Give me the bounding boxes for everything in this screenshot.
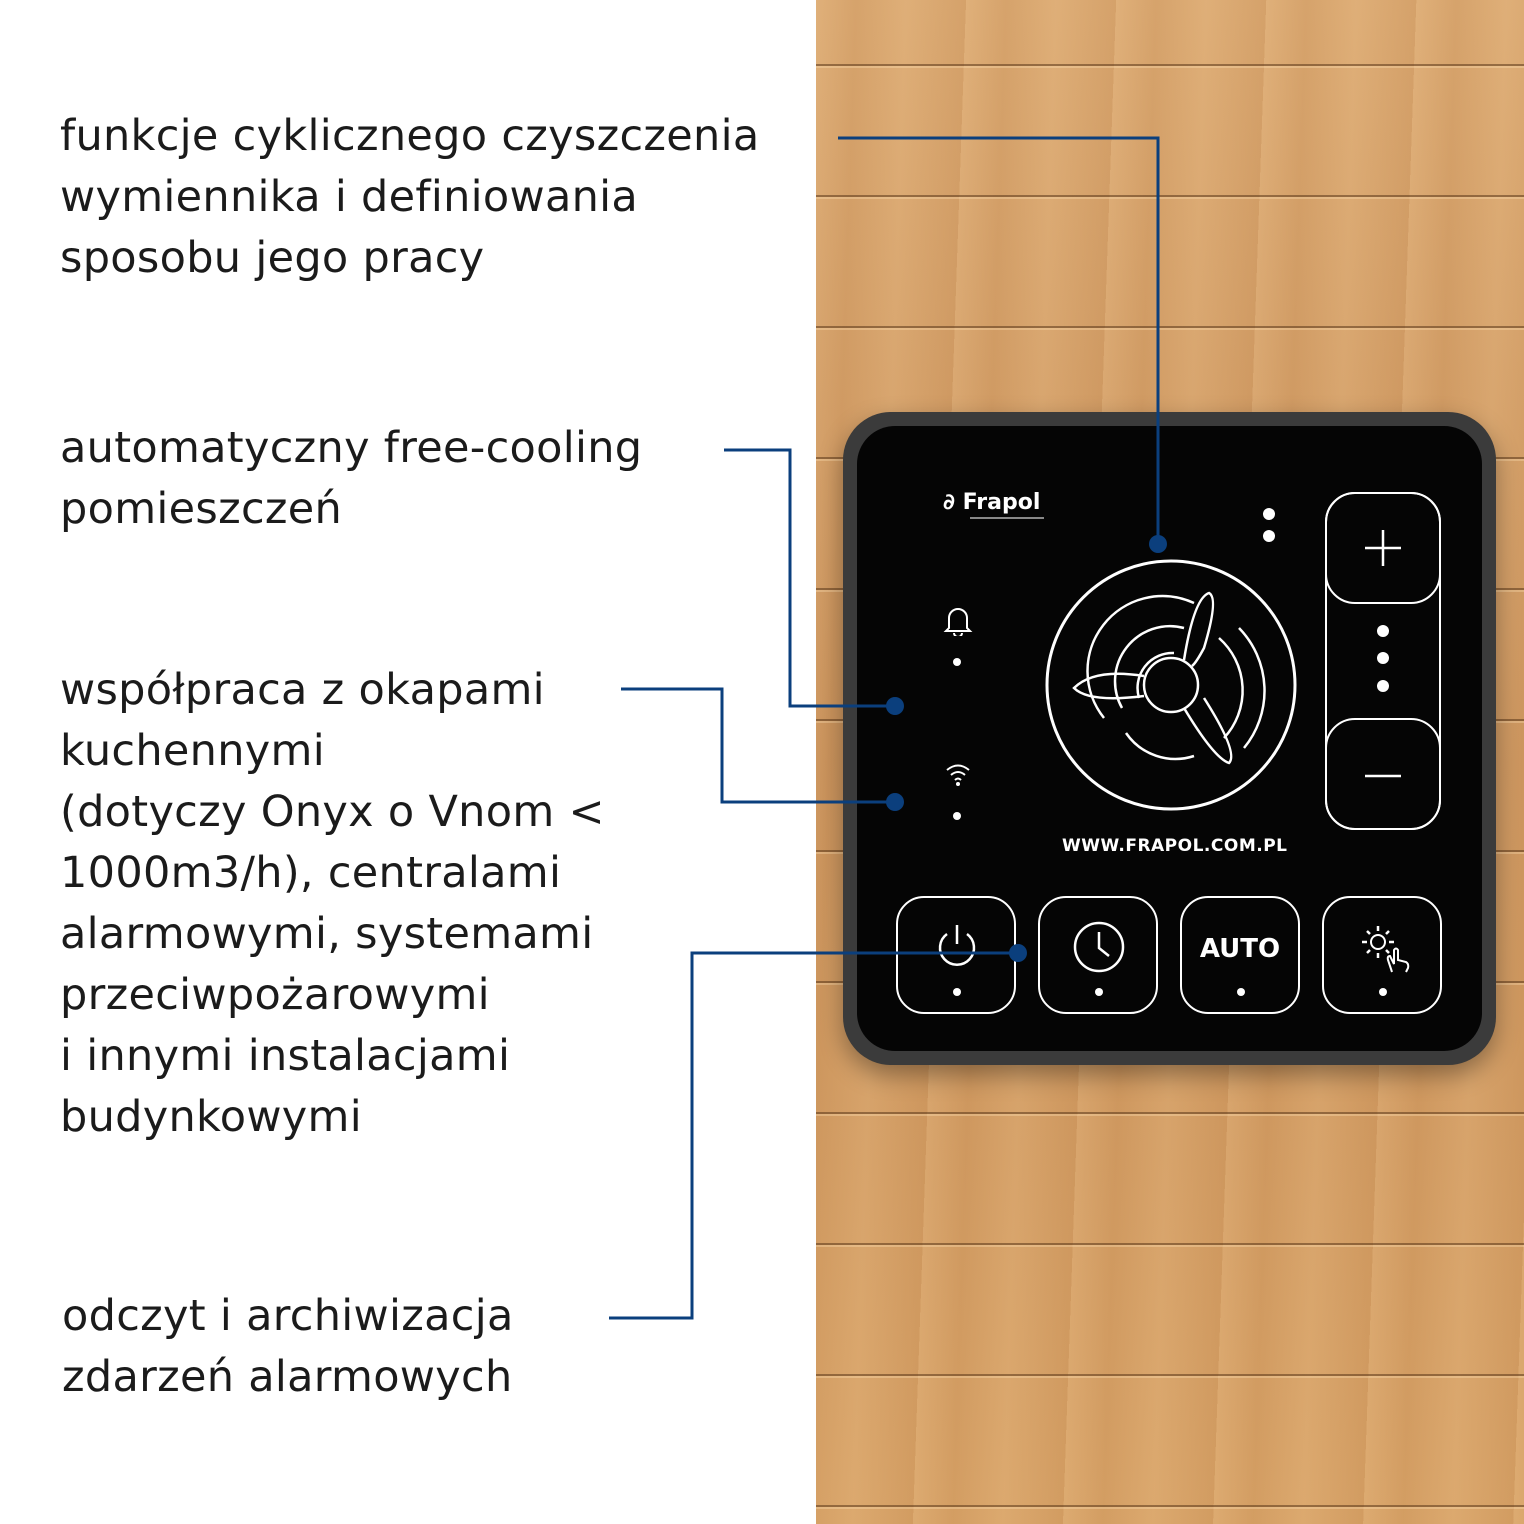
auto-indicator-dot <box>1237 988 1245 996</box>
auto-button[interactable]: AUTO <box>1180 896 1300 1014</box>
status-dot <box>1263 530 1275 542</box>
schedule-indicator-dot <box>1095 988 1103 996</box>
callout-line-cleaning <box>838 136 1160 542</box>
wifi-indicator-dot <box>953 812 961 820</box>
settings-indicator-dot <box>1379 988 1387 996</box>
minus-icon <box>1365 774 1401 778</box>
callout-line-free-cooling <box>724 448 895 708</box>
minus-button[interactable] <box>1325 718 1441 830</box>
speed-level-dot <box>1377 652 1389 664</box>
callout-cleaning: funkcje cyklicznego czyszczenia wymienni… <box>60 111 760 283</box>
settings-button[interactable] <box>1322 896 1442 1014</box>
wifi-icon <box>946 764 970 786</box>
bell-indicator-dot <box>953 658 961 666</box>
brand-logo: ∂ Frapol <box>943 490 1041 515</box>
plus-button[interactable] <box>1325 492 1441 604</box>
callout-marker-integration <box>886 793 904 811</box>
callout-alarm-archive: odczyt i archiwizacja zdarzeń alarmowych <box>62 1291 514 1402</box>
speed-level-dot <box>1377 625 1389 637</box>
power-icon <box>938 925 976 966</box>
auto-label: AUTO <box>1199 934 1281 964</box>
callout-marker-alarm-archive <box>1009 944 1027 962</box>
fan-icon[interactable] <box>1044 558 1298 812</box>
logo-underline <box>970 517 1044 519</box>
control-panel-face <box>857 426 1482 1051</box>
control-panel <box>843 412 1496 1065</box>
status-dot <box>1263 508 1275 520</box>
website-url: WWW.FRAPOL.COM.PL <box>1062 836 1288 856</box>
schedule-button[interactable] <box>1038 896 1158 1014</box>
callout-marker-free-cooling <box>886 697 904 715</box>
callout-marker-cleaning <box>1149 535 1167 553</box>
speed-level-dot <box>1377 680 1389 692</box>
callout-line-integration <box>621 687 895 804</box>
callout-line-alarm-archive <box>609 951 1018 1320</box>
brand-name: Frapol <box>962 490 1041 515</box>
bell-icon <box>943 608 973 636</box>
callout-free-cooling: automatyczny free-cooling pomieszczeń <box>60 423 643 534</box>
clock-icon <box>1073 921 1125 973</box>
power-indicator-dot <box>953 988 961 996</box>
settings-touch-icon <box>1362 926 1410 973</box>
callout-integration: współpraca z okapami kuchennymi (dotyczy… <box>60 665 605 1142</box>
plus-icon <box>1365 530 1401 566</box>
